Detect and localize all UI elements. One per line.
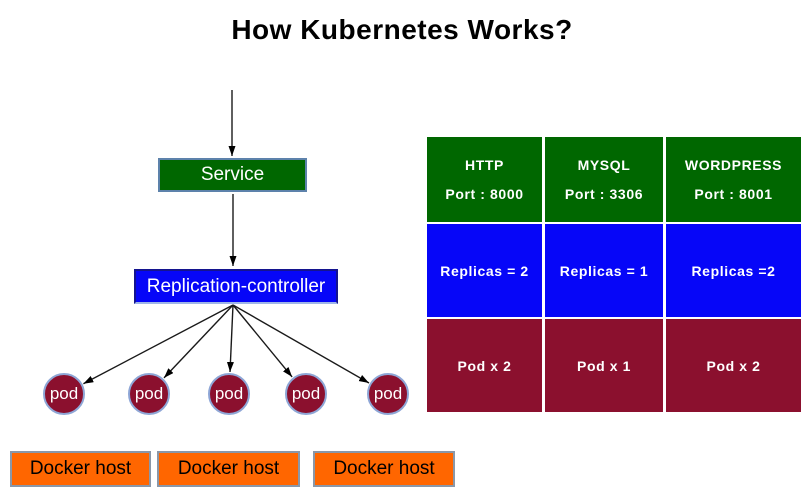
docker-host-label: Docker host bbox=[177, 458, 280, 479]
table-cell-http-header: HTTP Port : 8000 bbox=[427, 137, 542, 222]
page-title: How Kubernetes Works? bbox=[231, 14, 573, 45]
replicas-value: Replicas =2 bbox=[691, 262, 776, 279]
arrow-controller-to-pod-3 bbox=[226, 304, 234, 373]
service-port: Port : 3306 bbox=[564, 186, 644, 203]
docker-host-node-3: Docker host bbox=[313, 451, 455, 487]
pod-label: pod bbox=[373, 384, 403, 403]
pod-node-3: pod bbox=[208, 373, 250, 415]
service-name: HTTP bbox=[465, 156, 504, 173]
docker-host-node-2: Docker host bbox=[157, 451, 300, 487]
pod-label: pod bbox=[134, 384, 164, 403]
pods-value: Pod x 1 bbox=[577, 357, 631, 374]
table-cell-http-pods: Pod x 2 bbox=[427, 319, 542, 412]
docker-host-label: Docker host bbox=[333, 458, 435, 479]
service-name: MYSQL bbox=[577, 156, 631, 173]
pods-value: Pod x 2 bbox=[706, 357, 761, 374]
table-cell-mysql-replicas: Replicas = 1 bbox=[545, 224, 663, 317]
service-port: Port : 8001 bbox=[694, 186, 773, 203]
table-cell-wordpress-pods: Pod x 2 bbox=[666, 319, 801, 412]
services-table: HTTP Port : 8000 MYSQL Port : 3306 WORDP… bbox=[427, 137, 801, 412]
arrow-controller-to-pod-2 bbox=[163, 304, 234, 379]
arrow-controller-to-pod-5 bbox=[232, 304, 370, 384]
replicas-value: Replicas = 2 bbox=[440, 262, 529, 279]
service-name: WORDPRESS bbox=[684, 156, 783, 173]
pod-label: pod bbox=[291, 384, 321, 403]
pod-label: pod bbox=[214, 384, 244, 403]
table-cell-wordpress-header: WORDPRESS Port : 8001 bbox=[666, 137, 801, 222]
service-port: Port : 8000 bbox=[445, 186, 524, 203]
pod-node-4: pod bbox=[285, 373, 327, 415]
pod-node-5: pod bbox=[367, 373, 409, 415]
arrow-controller-to-pod-4 bbox=[232, 304, 293, 378]
arrow-controller-to-pod-1 bbox=[83, 304, 234, 385]
service-label: Service bbox=[200, 164, 265, 185]
service-node: Service bbox=[158, 158, 307, 192]
table-cell-mysql-header: MYSQL Port : 3306 bbox=[545, 137, 663, 222]
replication-controller-label: Replication-controller bbox=[146, 275, 326, 297]
docker-host-label: Docker host bbox=[29, 458, 132, 479]
pod-label: pod bbox=[49, 384, 79, 403]
replication-controller-node: Replication-controller bbox=[134, 269, 338, 304]
pods-value: Pod x 2 bbox=[457, 357, 512, 374]
table-cell-mysql-pods: Pod x 1 bbox=[545, 319, 663, 412]
pod-node-2: pod bbox=[128, 373, 170, 415]
pod-node-1: pod bbox=[43, 373, 85, 415]
docker-host-node-1: Docker host bbox=[10, 451, 151, 487]
replicas-value: Replicas = 1 bbox=[559, 262, 649, 279]
table-cell-http-replicas: Replicas = 2 bbox=[427, 224, 542, 317]
table-cell-wordpress-replicas: Replicas =2 bbox=[666, 224, 801, 317]
